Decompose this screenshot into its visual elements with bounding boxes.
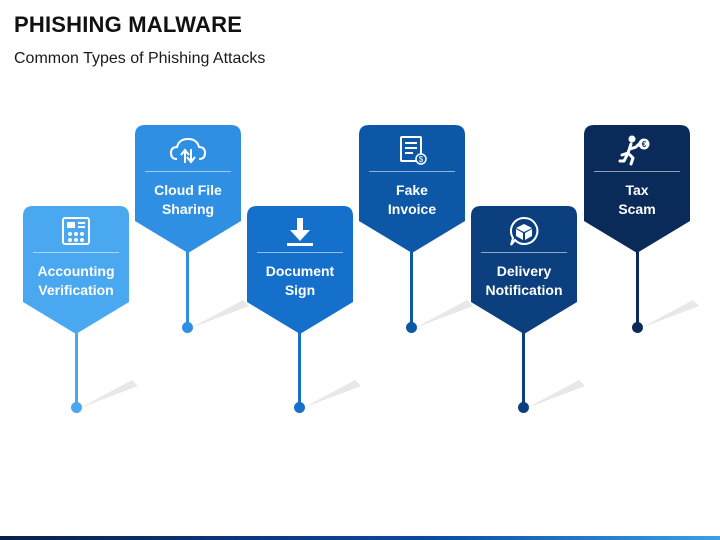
connector-line (298, 332, 301, 406)
card-label-line2: Verification (38, 282, 114, 298)
svg-text:€: € (642, 140, 647, 149)
connector-dot (182, 322, 193, 333)
accounting-icon (62, 217, 90, 245)
card-fake-invoice: $ Fake Invoice (359, 125, 465, 253)
connector-line (410, 252, 413, 326)
card-divider (33, 252, 119, 253)
card-label: Tax Scam (584, 181, 690, 219)
connector-dot (294, 402, 305, 413)
package-icon (509, 216, 539, 246)
card-label-line2: Invoice (387, 201, 437, 217)
card-label-line1: Accounting (37, 263, 115, 279)
card-label: Document Sign (247, 262, 353, 300)
card-label-line2: Notification (485, 282, 563, 298)
connector-line (75, 332, 78, 406)
card-divider (481, 252, 567, 253)
card-divider (145, 171, 231, 172)
svg-text:$: $ (419, 155, 424, 164)
download-icon (287, 218, 313, 246)
card-divider (594, 171, 680, 172)
card-label: Accounting Verification (23, 262, 129, 300)
card-divider (369, 171, 455, 172)
card-tax-scam: € Tax Scam (584, 125, 690, 253)
card-label: Cloud File Sharing (135, 181, 241, 219)
card-label: Delivery Notification (471, 262, 577, 300)
card-accounting-verification: Accounting Verification (23, 206, 129, 334)
card-cloud-file-sharing: Cloud File Sharing (135, 125, 241, 253)
card-label-line2: Scam (618, 201, 656, 217)
card-label-line1: Delivery (496, 263, 552, 279)
dot-shadow (527, 380, 585, 408)
dot-shadow (641, 300, 699, 328)
cloud-upload-icon (169, 137, 207, 164)
card-delivery-notification: Delivery Notification (471, 206, 577, 334)
dot-shadow (303, 380, 361, 408)
dot-shadow (415, 300, 473, 328)
card-label-line1: Tax (625, 182, 649, 198)
card-label-line1: Document (265, 263, 335, 279)
card-label-line2: Sharing (161, 201, 215, 217)
invoice-icon: $ (400, 136, 427, 165)
connector-line (186, 252, 189, 326)
connector-dot (518, 402, 529, 413)
card-label: Fake Invoice (359, 181, 465, 219)
card-document-sign: Document Sign (247, 206, 353, 334)
connector-line (636, 252, 639, 326)
dot-shadow (191, 300, 249, 328)
connector-dot (632, 322, 643, 333)
card-divider (257, 252, 343, 253)
card-label-line1: Fake (396, 182, 428, 198)
running-thief-icon: € (618, 135, 650, 166)
page-subtitle: Common Types of Phishing Attacks (14, 50, 266, 67)
card-label-line2: Sign (284, 282, 316, 298)
page-title: PHISHING MALWARE (14, 12, 243, 37)
connector-line (522, 332, 525, 406)
connector-dot (71, 402, 82, 413)
bottom-accent-bar (0, 536, 720, 540)
card-label-line1: Cloud File (154, 182, 222, 198)
dot-shadow (80, 380, 138, 408)
connector-dot (406, 322, 417, 333)
